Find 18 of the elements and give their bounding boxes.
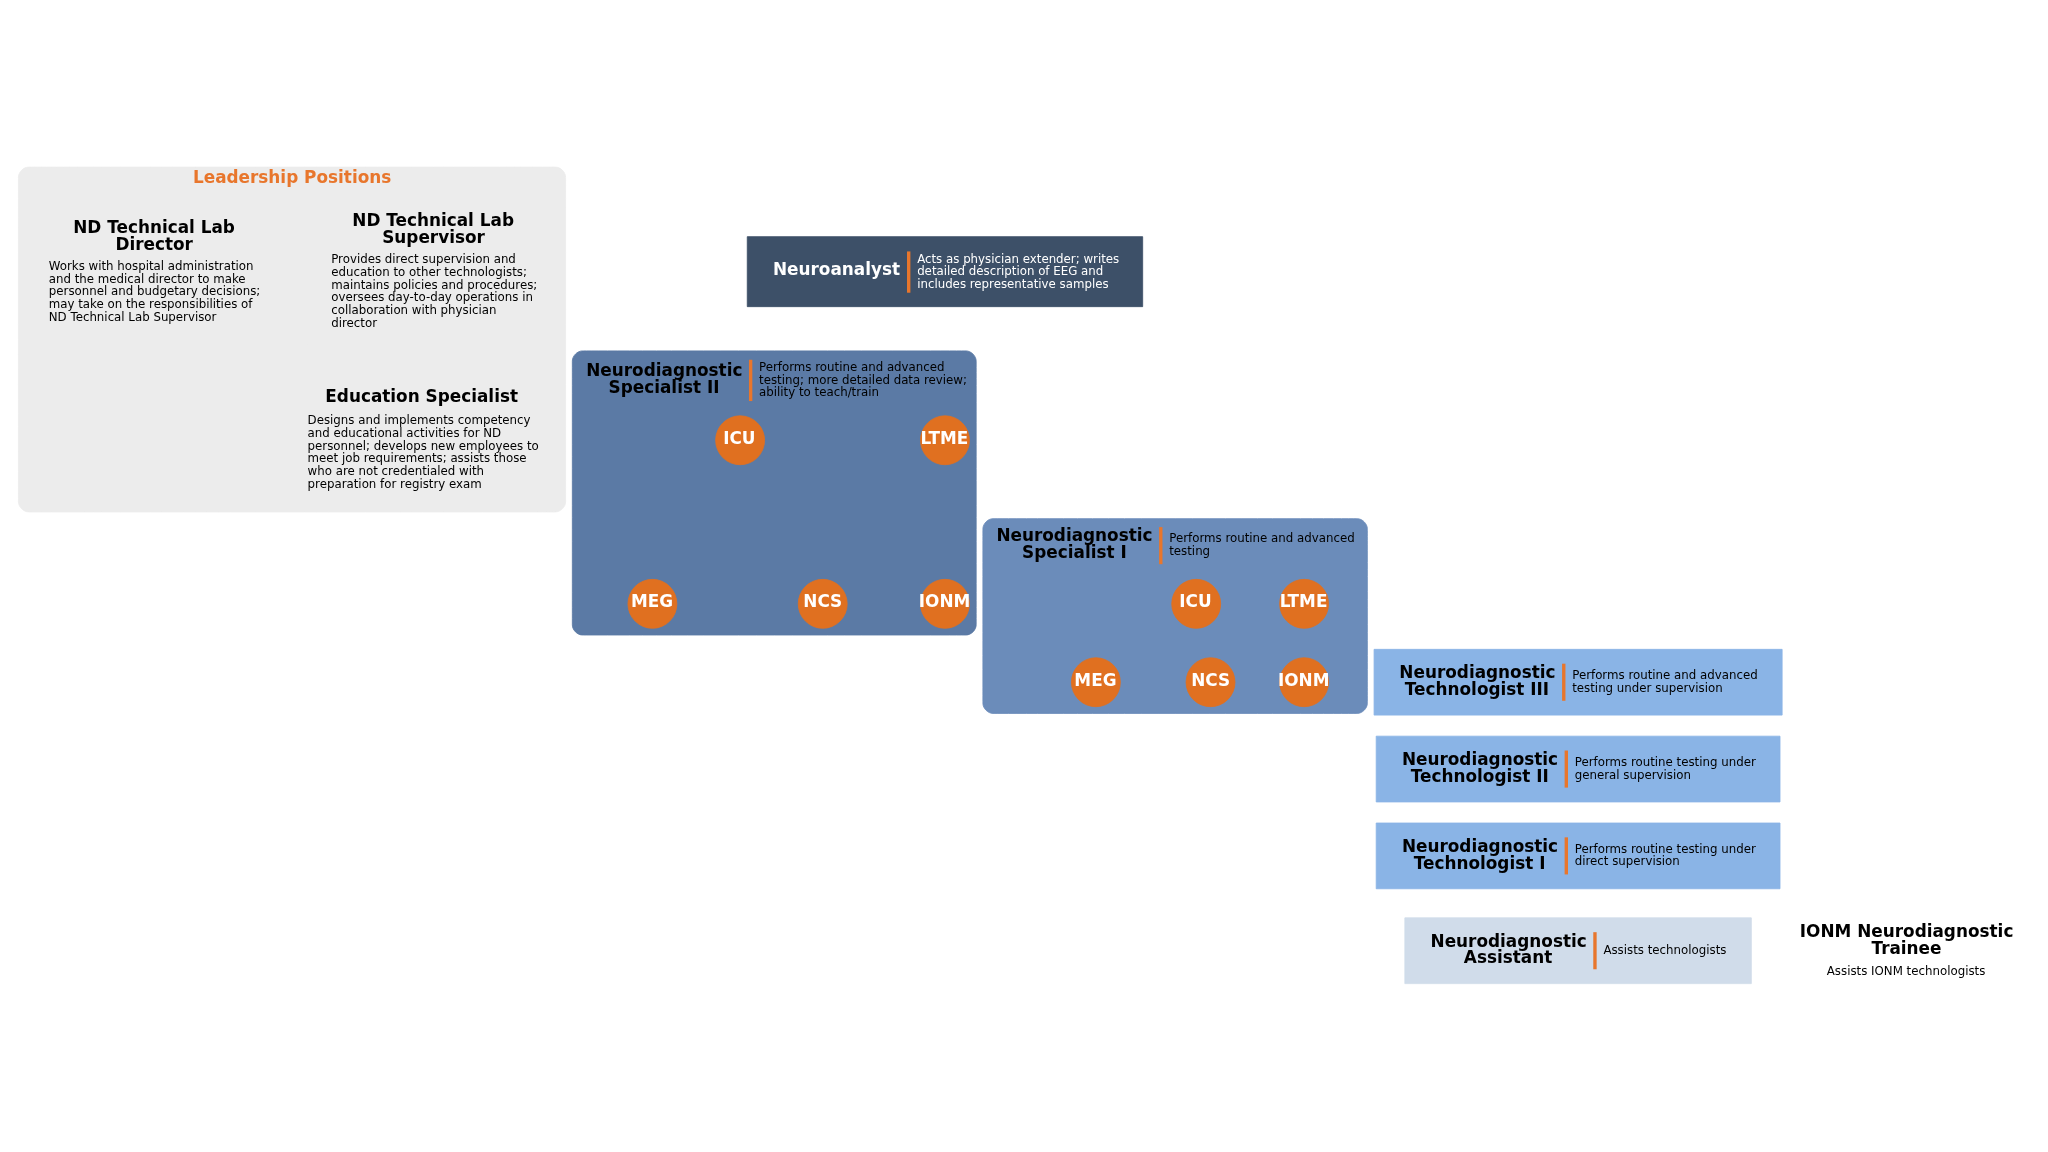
node-box: Neuroanalyst Acts as physician extender; writes detailed description of EEG and includes representative samples [746, 236, 1144, 308]
node-circle: MEG [627, 578, 678, 629]
node-text: Education Specialist Designs and implements competency and educational activities for ND personnel; develops new employees to meet job requirements; assists those who are not credentialed with preparation for registry exam [307, 386, 539, 491]
node-circle: MEG [1071, 657, 1121, 708]
node-circle: ICU [1171, 578, 1222, 629]
node-circle: ICU [715, 415, 765, 466]
node-box: Neurodiagnostic Technologist III Performs routine and advanced testing under supervision [1373, 648, 1783, 716]
node-box: Neurodiagnostic Technologist I Performs routine testing under direct supervision [1375, 822, 1781, 890]
node-circle: LTME [920, 415, 970, 466]
node-text: ND Technical Lab Director Works with hospital administration and the medical director to make personnel and budgetary decisions; may take on the responsibilities of ND Technical Lab Supervisor [48, 216, 261, 324]
node-text: ND Technical Lab Supervisor Provides direct supervision and education to other technologists; maintains policies and procedures; oversees day-to-day operations in collaboration with physician director [331, 210, 538, 330]
node-circle: IONM [1279, 657, 1329, 708]
node-circle: LTME [1279, 578, 1329, 629]
node-circle: NCS [797, 578, 848, 629]
node-circle: NCS [1185, 657, 1236, 708]
node-text: IONM Neurodiagnostic Trainee Assists IONM technologists [1799, 921, 2014, 978]
node-circle: IONM [920, 578, 970, 629]
node-box: Neurodiagnostic Technologist II Performs routine testing under general supervision [1375, 735, 1781, 803]
